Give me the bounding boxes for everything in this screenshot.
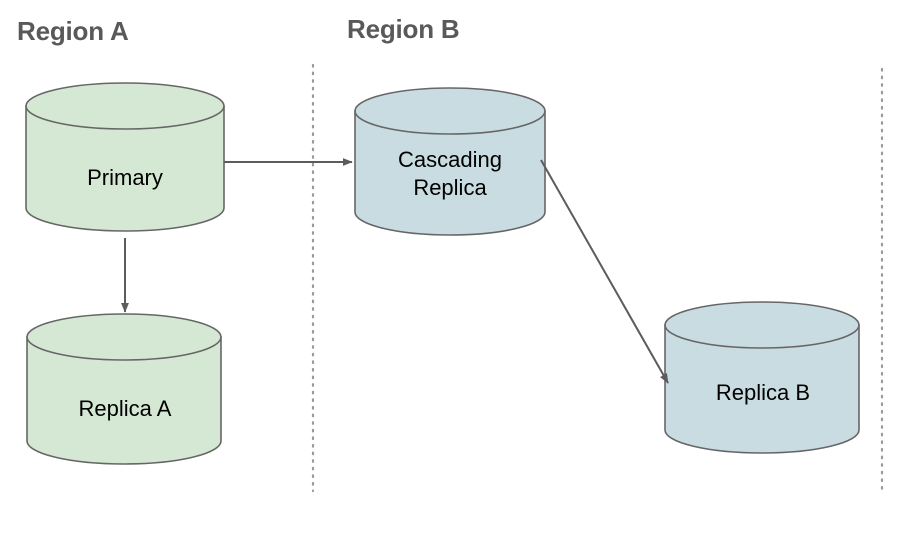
region-a-heading: Region A [17, 16, 129, 46]
node-cascading-replica[interactable] [354, 87, 546, 236]
primary-top [25, 82, 225, 130]
replica-a-body [26, 336, 222, 465]
cascading-replica-top [354, 87, 546, 135]
replica-b-body [664, 324, 860, 454]
region-b-heading: Region B [347, 14, 460, 44]
replica-b-top [664, 301, 860, 349]
node-replica-a[interactable] [26, 313, 222, 465]
edge-cascading-to-replica-b [540, 159, 669, 384]
replica-a-top [26, 313, 222, 361]
node-primary[interactable] [25, 82, 225, 232]
node-replica-b[interactable] [664, 301, 860, 454]
cascading-replica-body [354, 110, 546, 236]
primary-body [25, 105, 225, 232]
